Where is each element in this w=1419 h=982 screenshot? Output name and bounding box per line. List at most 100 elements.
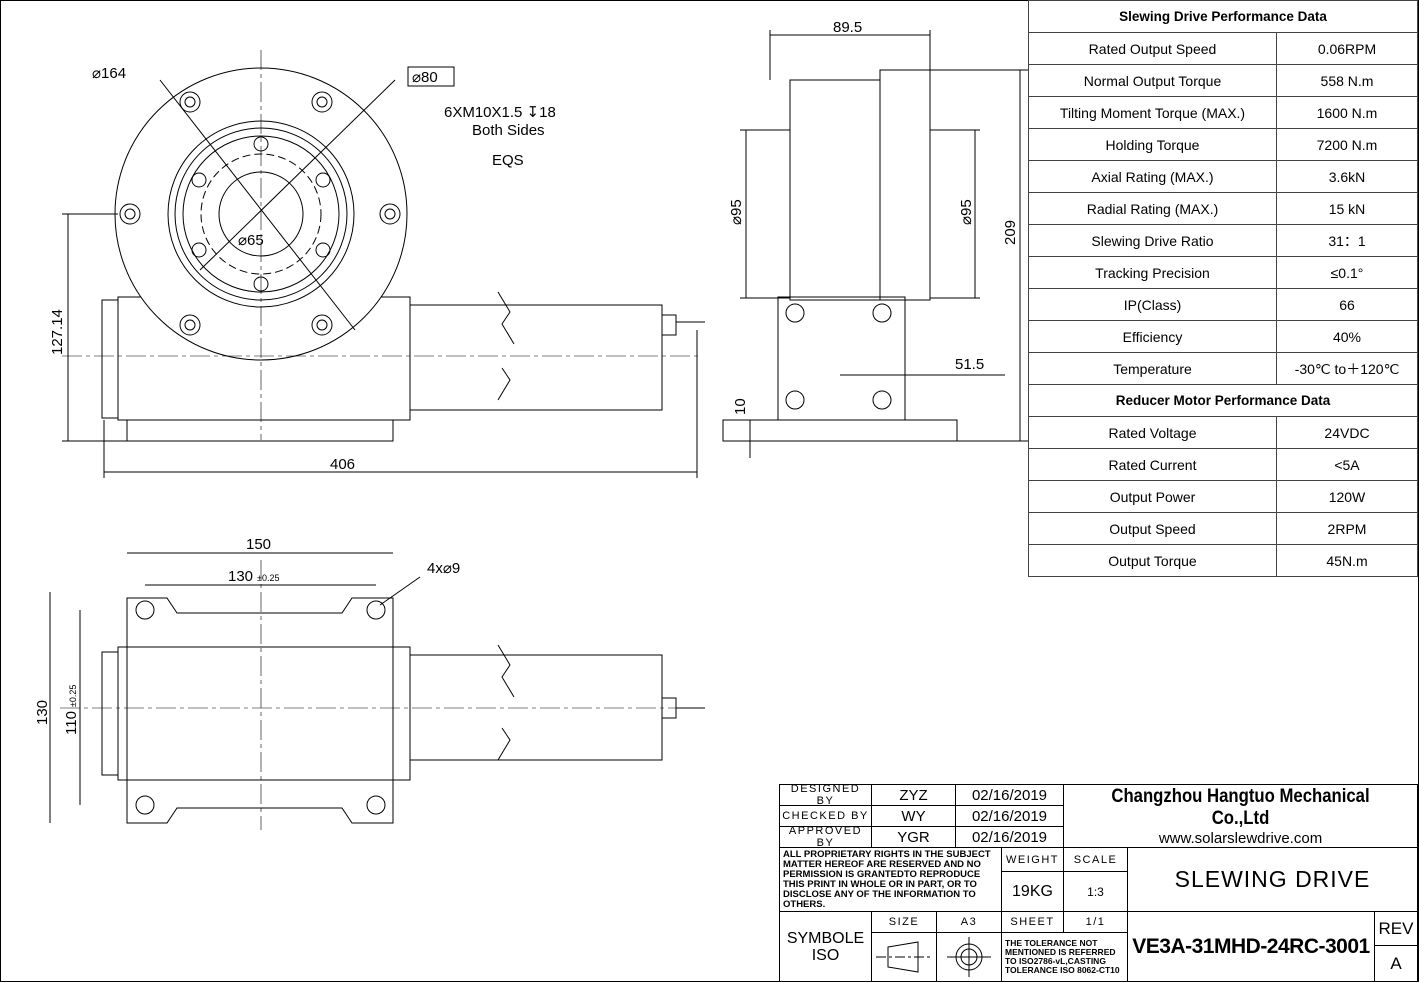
row-value: 31：1 bbox=[1276, 224, 1418, 257]
performance-table: Slewing Drive Performance Data Rated Out… bbox=[1028, 0, 1418, 577]
row-label: Output Speed bbox=[1028, 512, 1277, 545]
row-label: Normal Output Torque bbox=[1028, 64, 1277, 97]
approved-date: 02/16/2019 bbox=[955, 826, 1064, 848]
row-label: Output Power bbox=[1028, 480, 1277, 513]
scale-value: 1:3 bbox=[1063, 871, 1128, 912]
thread-sides: Both Sides bbox=[472, 122, 545, 139]
designed-by-label: DESIGNED BY bbox=[779, 783, 872, 807]
thread-eqs: EQS bbox=[492, 152, 524, 169]
size-label: SIZE bbox=[871, 911, 937, 933]
row-label: IP(Class) bbox=[1028, 288, 1277, 321]
projection-symbol-circle-icon bbox=[936, 932, 1002, 982]
svg-text:130±0.25: 130 ±0.25 bbox=[228, 568, 280, 585]
symbol-label: SYMBOLE bbox=[786, 929, 865, 947]
dim-side-dia-right: ⌀95 bbox=[958, 199, 975, 225]
scale-label: SCALE bbox=[1063, 847, 1128, 872]
side-view bbox=[722, 30, 1028, 458]
drawing-title: SLEWING DRIVE bbox=[1127, 847, 1418, 912]
checked-by-name: WY bbox=[871, 805, 956, 827]
table-row: Axial Rating (MAX.)3.6kN bbox=[1028, 160, 1418, 193]
company-website: www.solarslewdrive.com bbox=[1158, 829, 1323, 847]
dim-bottom-holes: 4x⌀9 bbox=[427, 560, 460, 577]
dim-outer-diameter: ⌀164 bbox=[92, 65, 126, 82]
row-label: Output Torque bbox=[1028, 544, 1277, 577]
dim-side-offset: 51.5 bbox=[955, 356, 984, 373]
dim-side-width: 89.5 bbox=[833, 19, 862, 36]
rev-value: A bbox=[1374, 945, 1418, 982]
dim-side-base: 10 bbox=[732, 398, 749, 415]
row-label: Holding Torque bbox=[1028, 128, 1277, 161]
row-value: <5A bbox=[1276, 448, 1418, 481]
row-value: 66 bbox=[1276, 288, 1418, 321]
table-row: IP(Class)66 bbox=[1028, 288, 1418, 321]
row-value: 7200 N.m bbox=[1276, 128, 1418, 161]
sheet-value: 1/1 bbox=[1063, 911, 1128, 933]
approved-by-name: YGR bbox=[871, 826, 956, 848]
flange-bolt-holes bbox=[119, 91, 401, 336]
tolerance-note: THE TOLERANCE NOT MENTIONED IS REFERRED … bbox=[1001, 932, 1128, 982]
dim-height: 127.14 bbox=[49, 309, 66, 355]
dim-side-dia-left: ⌀95 bbox=[728, 199, 745, 225]
rev-label: REV bbox=[1374, 911, 1418, 946]
row-value: 120W bbox=[1276, 480, 1418, 513]
dim-bottom-height-holes: 110 bbox=[63, 711, 80, 735]
row-label: Slewing Drive Ratio bbox=[1028, 224, 1277, 257]
dim-bottom-width-tol: ±0.25 bbox=[257, 573, 279, 583]
dim-length: 406 bbox=[330, 456, 355, 473]
row-value: ≤0.1° bbox=[1276, 256, 1418, 289]
row-label: Rated Current bbox=[1028, 448, 1277, 481]
row-label: Tracking Precision bbox=[1028, 256, 1277, 289]
designed-by-name: ZYZ bbox=[871, 784, 956, 806]
row-value: 558 N.m bbox=[1276, 64, 1418, 97]
row-label: Rated Voltage bbox=[1028, 416, 1277, 449]
row-label: Temperature bbox=[1028, 352, 1277, 385]
row-value: 40% bbox=[1276, 320, 1418, 353]
table-row: Temperature-30℃ to＋120℃ bbox=[1028, 352, 1418, 385]
symbol-standard: ISO bbox=[811, 946, 840, 964]
dim-inner-diameter: ⌀65 bbox=[238, 232, 264, 249]
part-number: VE3A-31MHD-24RC-3001 bbox=[1127, 911, 1375, 982]
table-row: Tilting Moment Torque (MAX.)1600 N.m bbox=[1028, 96, 1418, 129]
motor-table-title: Reducer Motor Performance Data bbox=[1028, 384, 1418, 417]
svg-text:110±0.25: 110 ±0.25 bbox=[63, 685, 80, 735]
checked-by-label: CHECKED BY bbox=[779, 805, 872, 827]
table-row: Radial Rating (MAX.)15 kN bbox=[1028, 192, 1418, 225]
row-value: 24VDC bbox=[1276, 416, 1418, 449]
row-label: Axial Rating (MAX.) bbox=[1028, 160, 1277, 193]
dim-bottom-height-outer: 130 bbox=[34, 700, 51, 725]
table-row: Rated Current<5A bbox=[1028, 448, 1418, 481]
row-label: Rated Output Speed bbox=[1028, 32, 1277, 65]
rights-notice: ALL PROPRIETARY RIGHTS IN THE SUBJECT MA… bbox=[779, 847, 1002, 912]
row-value: -30℃ to＋120℃ bbox=[1276, 352, 1418, 385]
size-value: A3 bbox=[936, 911, 1002, 933]
performance-table-title: Slewing Drive Performance Data bbox=[1028, 0, 1418, 33]
company-name: Changzhou Hangtuo Mechanical Co.,Ltd bbox=[1111, 785, 1370, 829]
thread-note: 6XM10X1.5 ↧18 bbox=[444, 104, 556, 121]
dim-bottom-height-tol: ±0.25 bbox=[68, 685, 78, 707]
front-view bbox=[62, 50, 705, 478]
row-label: Efficiency bbox=[1028, 320, 1277, 353]
dim-bottom-width-holes: 130 bbox=[228, 568, 253, 585]
weight-value: 19KG bbox=[1001, 871, 1064, 912]
dim-side-height: 209 bbox=[1002, 220, 1019, 245]
title-block: DESIGNED BY ZYZ 02/16/2019 CHECKED BY WY… bbox=[779, 783, 1418, 982]
row-value: 15 kN bbox=[1276, 192, 1418, 225]
row-value: 1600 N.m bbox=[1276, 96, 1418, 129]
dim-bottom-width-outer: 150 bbox=[246, 536, 271, 553]
row-value: 2RPM bbox=[1276, 512, 1418, 545]
weight-label: WEIGHT bbox=[1001, 847, 1064, 872]
row-label: Tilting Moment Torque (MAX.) bbox=[1028, 96, 1277, 129]
dim-pcd-diameter: ⌀80 bbox=[412, 69, 438, 86]
table-row: Tracking Precision≤0.1° bbox=[1028, 256, 1418, 289]
bottom-view bbox=[49, 552, 705, 830]
row-value: 45N.m bbox=[1276, 544, 1418, 577]
